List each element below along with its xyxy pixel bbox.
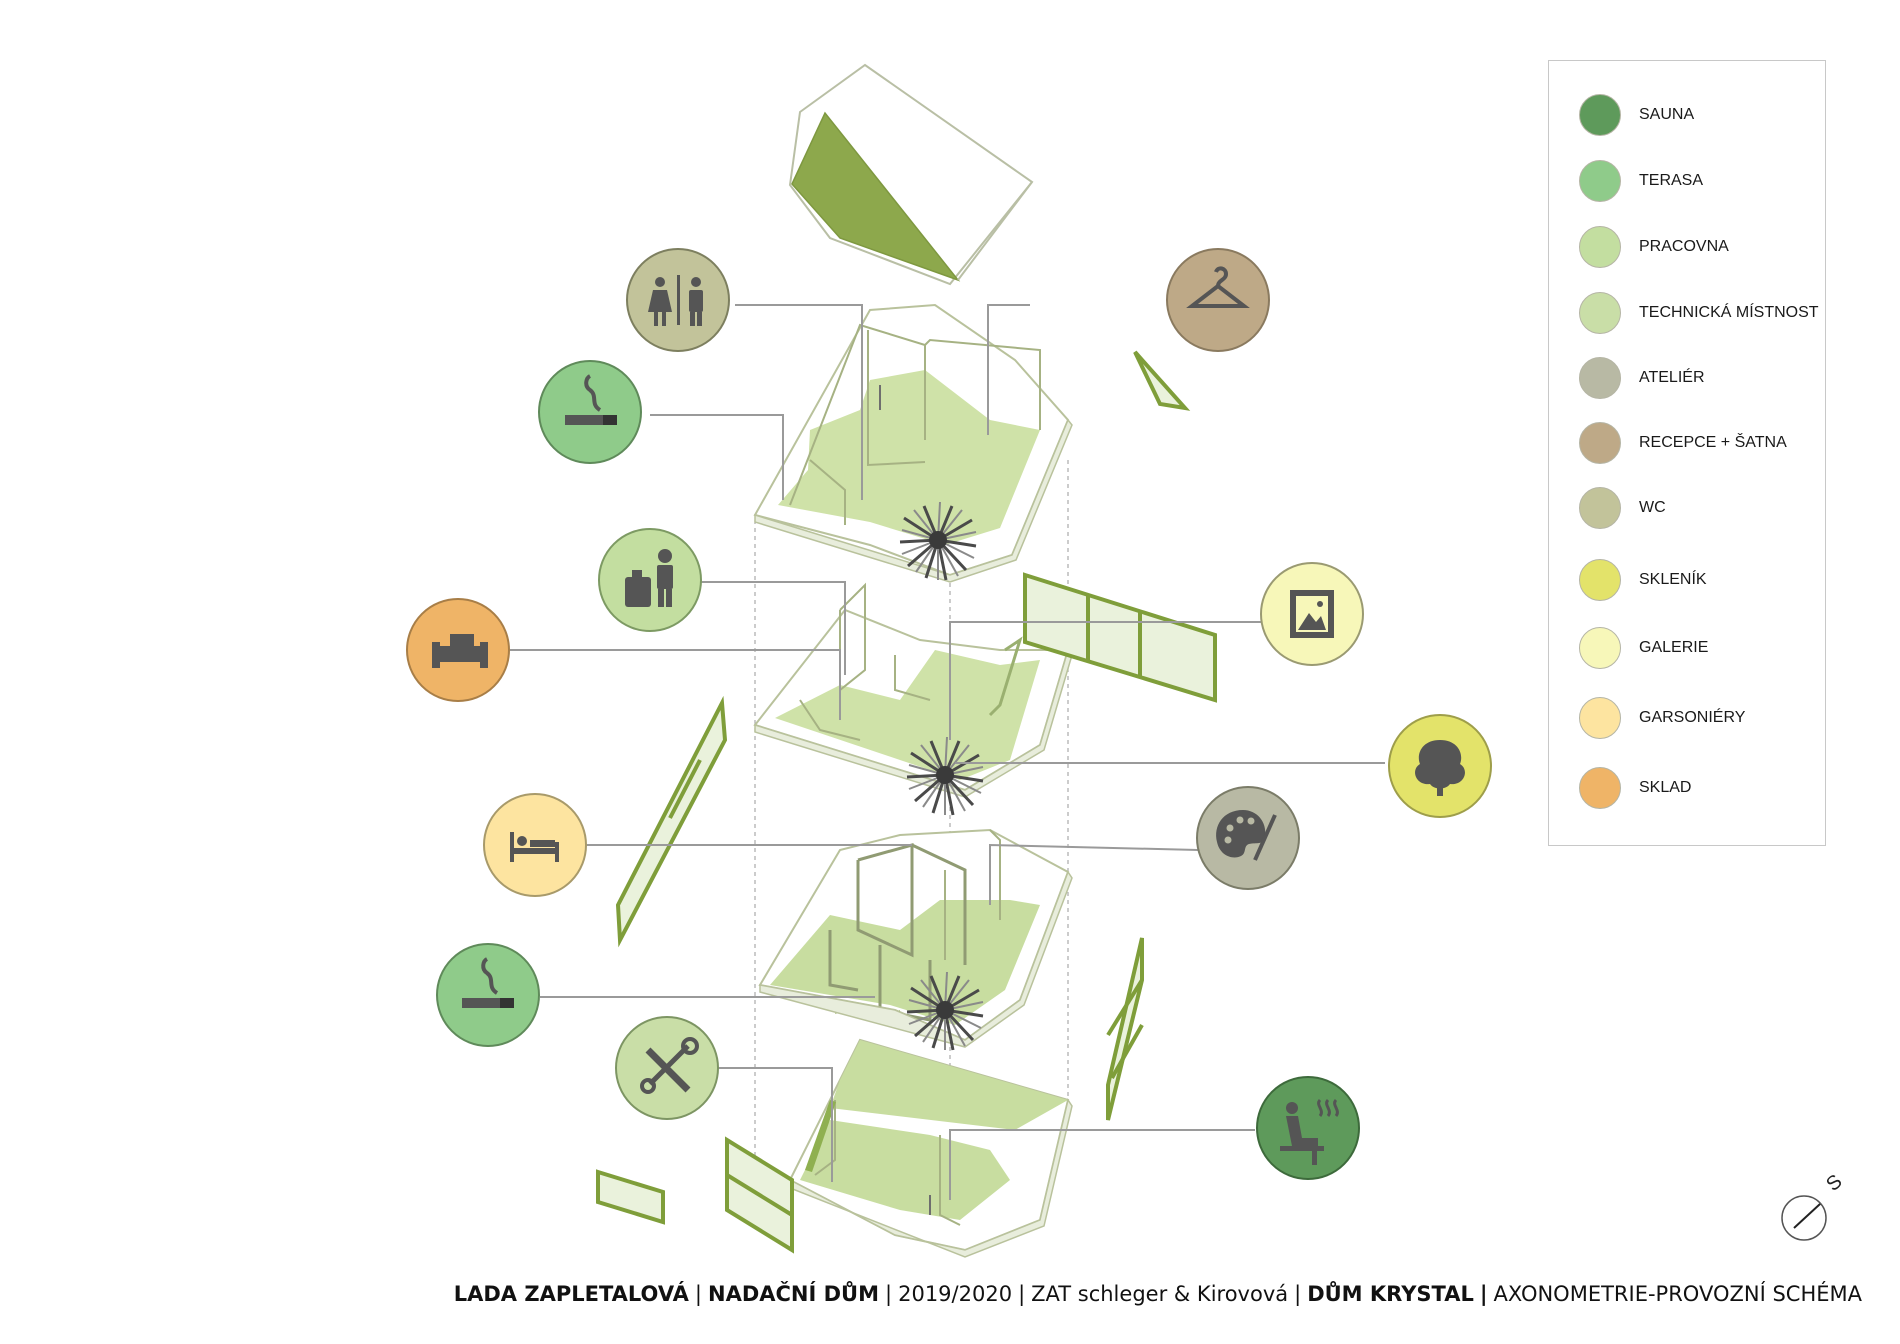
legend-item-technicka: TECHNICKÁ MÍSTNOST <box>1579 288 1819 338</box>
legend-label: GARSONIÉRY <box>1639 709 1746 726</box>
roof-block <box>788 63 1034 286</box>
pracovna-circle <box>598 528 702 632</box>
sklad-circle <box>406 598 510 702</box>
exploded-elements <box>596 350 1217 1254</box>
tree-icon <box>1415 740 1465 796</box>
bed-icon <box>510 832 559 862</box>
legend-label: TERASA <box>1639 172 1704 189</box>
legend-label: PRACOVNA <box>1639 238 1729 255</box>
legend-item-recepce: RECEPCE + ŠATNA <box>1579 418 1787 468</box>
legend-label: RECEPCE + ŠATNA <box>1639 434 1787 451</box>
leader-wc <box>735 304 863 500</box>
legend-item-galerie: GALERIE <box>1579 623 1708 673</box>
tools-icon <box>1579 292 1621 334</box>
galerie-circle <box>1260 562 1364 666</box>
toilet-icon <box>648 275 703 326</box>
legend-item-sklenik: SKLENÍK <box>1579 555 1707 605</box>
cigarette-icon <box>462 957 514 1008</box>
leader-lines <box>510 304 1385 1200</box>
cigarette-icon <box>1579 160 1621 202</box>
legend-item-wc: WC <box>1579 483 1666 533</box>
wc-circle <box>626 248 730 352</box>
separator: | <box>694 1282 702 1306</box>
legend-item-sauna: SAUNA <box>1579 90 1694 140</box>
sauna-icon <box>1579 94 1621 136</box>
legend-label: WC <box>1639 499 1666 516</box>
terasa-circle-bottom <box>436 943 540 1047</box>
hanger-icon <box>1579 422 1621 464</box>
separator: | <box>1294 1282 1302 1306</box>
sofa-icon <box>432 634 488 668</box>
tools-icon <box>640 1037 699 1094</box>
studio-name: ZAT schleger & Kirovová <box>1031 1282 1289 1306</box>
leader-terasa-top <box>650 414 784 500</box>
stair-element-floor-3 <box>615 695 728 948</box>
leader-atelier <box>989 843 1199 905</box>
legend-label: GALERIE <box>1639 639 1709 656</box>
project-name: NADAČNÍ DŮM <box>708 1282 880 1306</box>
floor-3 <box>753 582 1073 817</box>
small-glass-panel <box>596 1169 665 1225</box>
floor-2 <box>758 828 1073 1052</box>
triangle-panel <box>1133 350 1191 411</box>
recepce-circle <box>1166 248 1270 352</box>
legend-label: SKLAD <box>1639 779 1692 796</box>
leader-recepce <box>987 304 1030 435</box>
legend-label: SKLENÍK <box>1639 571 1707 588</box>
legend-item-pracovna: PRACOVNA <box>1579 222 1729 272</box>
legend-item-garsoniery: GARSONIÉRY <box>1579 693 1745 743</box>
separator: | <box>1479 1282 1488 1306</box>
legend-item-terasa: TERASA <box>1579 156 1703 206</box>
leader-technicka <box>717 1067 833 1182</box>
legend-label: ATELIÉR <box>1639 369 1705 386</box>
sauna-circle <box>1256 1076 1360 1180</box>
academic-year: 2019/2020 <box>898 1282 1013 1306</box>
office-worker-icon <box>1579 226 1621 268</box>
office-worker-icon <box>625 549 673 607</box>
sheet-title: AXONOMETRIE-PROVOZNÍ SCHÉMA <box>1493 1282 1862 1306</box>
leader-pracovna <box>700 581 846 675</box>
legend-label: TECHNICKÁ MÍSTNOST <box>1639 304 1819 321</box>
separator: | <box>1018 1282 1026 1306</box>
leader-sklad <box>510 649 841 720</box>
picture-icon <box>1290 590 1334 638</box>
legend-item-sklad: SKLAD <box>1579 763 1691 813</box>
floor-4 <box>753 303 1073 583</box>
technicka-circle <box>615 1016 719 1120</box>
leader-galerie <box>949 621 1263 740</box>
title-block: LADA ZAPLETALOVÁ|NADAČNÍ DŮM|2019/2020|Z… <box>454 1282 1862 1306</box>
separator: | <box>885 1282 893 1306</box>
leader-sauna <box>949 1129 1255 1200</box>
toilet-icon <box>1579 487 1621 529</box>
hanger-icon <box>1186 266 1250 308</box>
terasa-circle-top <box>538 360 642 464</box>
bed-icon <box>1579 697 1621 739</box>
north-arrow-icon <box>1781 1195 1827 1241</box>
legend-item-atelier: ATELIÉR <box>1579 353 1705 403</box>
sklenik-circle <box>1388 714 1492 818</box>
cigarette-icon <box>565 374 617 425</box>
floor-1 <box>788 1038 1073 1258</box>
legend-panel: SAUNA TERASA PRACOVNA TECHNICKÁ MÍSTNOST… <box>1548 60 1826 846</box>
building-name: DŮM KRYSTAL <box>1307 1282 1474 1306</box>
author-name: LADA ZAPLETALOVÁ <box>453 1282 689 1306</box>
picture-icon <box>1579 627 1621 669</box>
legend-label: SAUNA <box>1639 106 1695 123</box>
atelier-circle <box>1196 786 1300 890</box>
garsoniery-circle <box>483 793 587 897</box>
palette-icon <box>1216 810 1277 861</box>
sofa-icon <box>1579 767 1621 809</box>
tree-icon <box>1579 559 1621 601</box>
sauna-icon <box>1280 1098 1339 1165</box>
palette-icon <box>1579 357 1621 399</box>
glass-facade-panel <box>1023 572 1217 703</box>
